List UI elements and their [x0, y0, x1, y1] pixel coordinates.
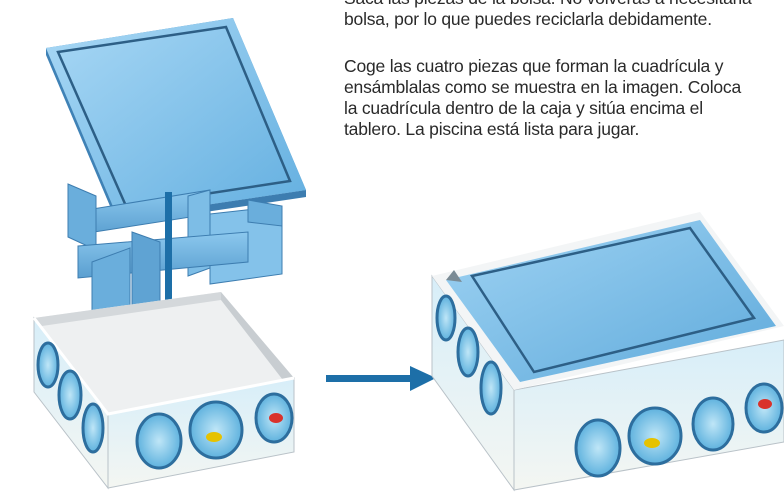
instruction-paragraph-2: Coge las cuatro piezas que forman la cua…	[344, 56, 784, 140]
instruction-line: Saca las piezas de la bolsa. No volverás…	[344, 0, 784, 9]
instruction-line: Coge las cuatro piezas que forman la cua…	[344, 56, 724, 76]
grid-insert	[67, 183, 283, 331]
assembled-box	[431, 212, 784, 492]
instruction-line: tablero. La piscina está lista para juga…	[344, 119, 640, 139]
instruction-line: bolsa, por lo que puedes reciclarla debi…	[344, 9, 712, 29]
open-box	[32, 292, 295, 490]
instruction-paragraph-1: Saca las piezas de la bolsa. No volverás…	[344, 0, 784, 30]
board-lid	[46, 18, 306, 225]
instruction-line: la cuadrícula dentro de la caja y sitúa …	[344, 98, 703, 118]
instruction-line: ensámblalas como se muestra en la imagen…	[344, 77, 741, 97]
right-arrow-icon	[326, 366, 436, 391]
